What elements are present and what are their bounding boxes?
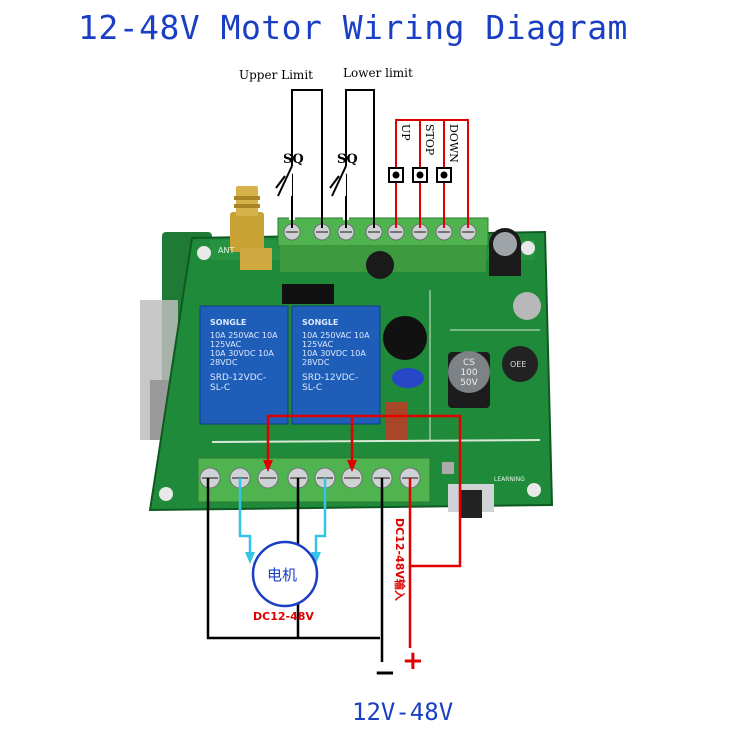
capacitor-label-2: 100 — [460, 368, 478, 378]
supply-voltage-label: 12V-48V — [352, 698, 454, 726]
cyan-wires — [238, 478, 327, 556]
capacitor — [366, 251, 394, 279]
relay-2-brand: SONGLE — [302, 318, 339, 327]
motor-voltage-label: DC12-48V — [253, 610, 314, 623]
mount-hole — [197, 246, 211, 260]
mount-hole — [527, 483, 541, 497]
top-terminal-block — [277, 217, 489, 247]
button-contacts — [388, 167, 452, 183]
up-label: UP — [399, 124, 412, 141]
capacitor-text: CS 100 50V — [460, 358, 478, 388]
relay-1-brand: SONGLE — [210, 318, 247, 327]
relay-1-model: SRD-12VDC-SL-C — [210, 373, 267, 393]
limit-wires — [291, 89, 375, 228]
inductor-label: OEE — [510, 360, 527, 369]
relay-2-text: SONGLE 10A 250VAC 10A 125VAC 10A 30VDC 1… — [302, 318, 372, 418]
red-wires — [266, 414, 462, 648]
capacitor-label-1: CS — [463, 358, 475, 368]
lower-limit-label: Lower limit — [343, 66, 413, 80]
relay-1-rating-1: 10A 250VAC 10A 125VAC — [210, 331, 278, 349]
down-label: DOWN — [447, 124, 460, 163]
mount-hole — [159, 487, 173, 501]
stop-label: STOP — [423, 124, 436, 156]
relay-1 — [199, 305, 289, 425]
learning-label: LEARNING — [494, 476, 525, 483]
minus-sign: − — [374, 658, 396, 688]
limit-switch-symbol — [271, 150, 349, 222]
relay-2-model: SRD-12VDC-SL-C — [302, 373, 359, 393]
sq-label-lower: SQ — [337, 152, 358, 167]
antenna-connector — [230, 212, 264, 252]
antenna-label: ANT — [218, 246, 235, 255]
relay-2-rating-2: 10A 30VDC 10A 28VDC — [302, 349, 366, 367]
plus-sign: + — [402, 646, 424, 676]
motor-symbol — [251, 540, 319, 608]
diagram-title: 12-48V Motor Wiring Diagram — [78, 8, 628, 47]
relay-1-rating-2: 10A 30VDC 10A 28VDC — [210, 349, 274, 367]
motor-label: 电机 — [267, 566, 298, 584]
input-voltage-label: DC12-48V输入 — [393, 518, 406, 601]
buzzer — [383, 316, 427, 360]
inductor — [502, 346, 538, 382]
capacitor-label-3: 50V — [460, 378, 478, 388]
upper-limit-label: Upper Limit — [239, 68, 313, 82]
ic-chip — [282, 284, 334, 304]
sq-label-upper: SQ — [283, 152, 304, 167]
relay-2-rating-1: 10A 250VAC 10A 125VAC — [302, 331, 370, 349]
mount-hole — [521, 241, 535, 255]
relay-1-text: SONGLE 10A 250VAC 10A 125VAC 10A 30VDC 1… — [210, 318, 280, 418]
relay-2 — [291, 305, 381, 425]
